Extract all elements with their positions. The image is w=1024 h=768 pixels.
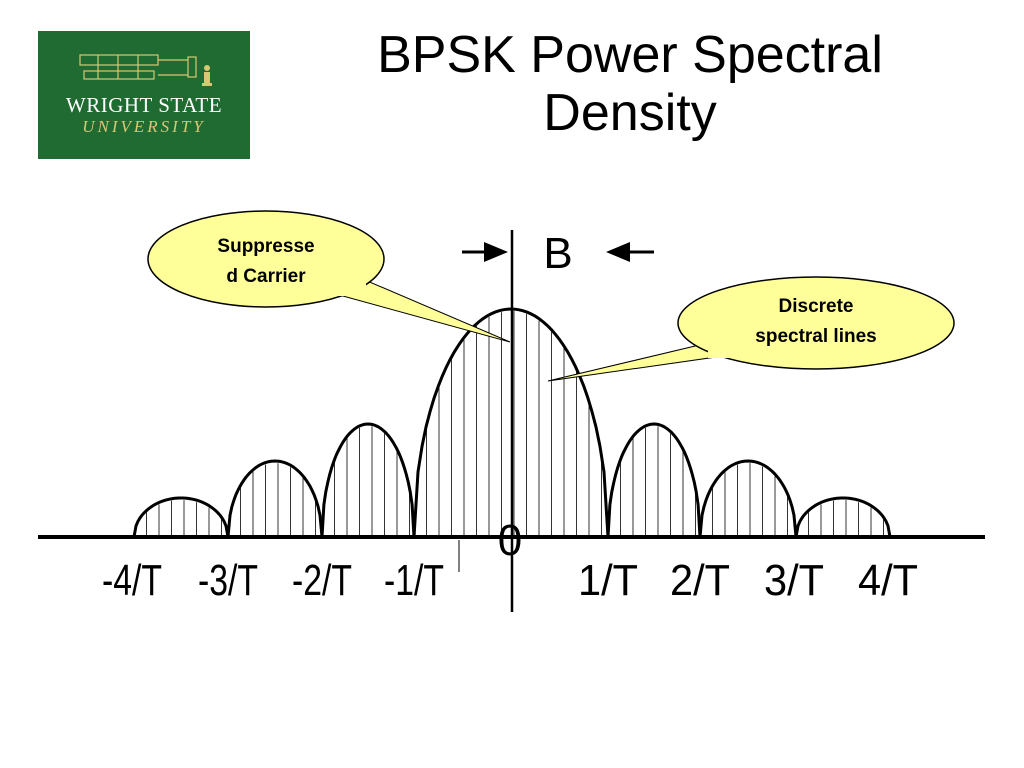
bandwidth-arrow-left — [462, 242, 508, 262]
spectrum-lobe — [226, 459, 324, 538]
callout-bubble — [147, 210, 385, 308]
logo-wordmark-bottom: UNIVERSITY — [82, 117, 206, 136]
x-tick-label: 3/T — [764, 556, 824, 605]
spectrum-lobe — [698, 459, 798, 538]
bandwidth-label: B — [543, 229, 572, 278]
discrete-lines-callout: Discrete spectral lines — [547, 276, 955, 382]
bandwidth-arrow-right — [606, 242, 654, 262]
slide-title: BPSK Power Spectral Density — [300, 26, 960, 142]
callout-text-line1: Suppresse — [217, 236, 314, 257]
airplane-icon — [79, 54, 212, 86]
spectrum-lobe — [320, 422, 416, 538]
university-logo: WRIGHT STATE UNIVERSITY — [38, 31, 250, 159]
spectrum-lobes — [132, 307, 892, 538]
x-tick-label: 4/T — [858, 556, 918, 605]
x-tick-label: -3/T — [198, 556, 258, 605]
callout-text-line2: spectral lines — [755, 326, 876, 347]
spectrum-lobe — [606, 422, 702, 538]
origin-label: 0 — [498, 516, 522, 565]
spectrum-lobe — [794, 496, 892, 538]
suppressed-carrier-callout: Suppresse d Carrier — [147, 210, 511, 343]
x-tick-labels: -4/T -3/T -2/T -1/T 1/T 2/T 3/T 4/T — [102, 556, 918, 605]
discrete-spectral-lines — [146, 311, 884, 537]
x-tick-label: -4/T — [102, 556, 162, 605]
callout-text-line2: d Carrier — [226, 266, 306, 287]
slide-title-line1: BPSK Power Spectral — [377, 26, 883, 84]
logo-wordmark-top: WRIGHT STATE — [65, 93, 223, 117]
x-tick-label: 2/T — [670, 556, 730, 605]
x-tick-label: -1/T — [384, 556, 444, 605]
callout-bubble — [677, 276, 955, 370]
x-tick-label: 1/T — [578, 556, 638, 605]
spectrum-lobe — [132, 496, 230, 538]
x-tick-label: -2/T — [292, 556, 352, 605]
callout-text-line1: Discrete — [779, 296, 854, 317]
slide-title-line2: Density — [543, 84, 717, 142]
